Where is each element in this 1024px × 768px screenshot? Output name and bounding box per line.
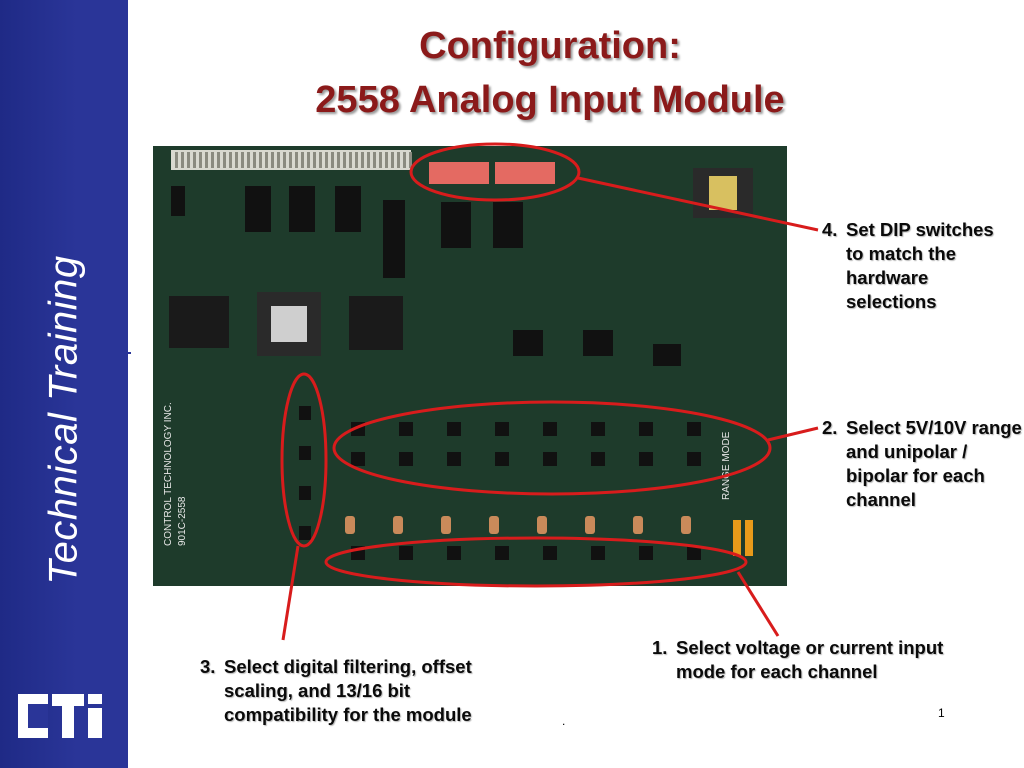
callout-range-select: 2. Select 5V/10V range and unipolar / bi… [822, 416, 1022, 512]
capacitor [745, 520, 753, 556]
slide-title-line1: Configuration: [419, 25, 681, 67]
footer-dot: . [562, 714, 566, 728]
resistors [345, 516, 691, 534]
silkscreen-vendor: CONTROL TECHNOLOGY INC. [163, 402, 174, 546]
callout-text: Select 5V/10V range and unipolar / bipol… [846, 417, 1022, 510]
ic-chips [169, 186, 681, 366]
callout-number: 3. [200, 656, 216, 677]
callout-text: Set DIP switches to match the hardware s… [846, 219, 994, 312]
cti-logo [18, 694, 102, 738]
callout-number: 2. [822, 417, 838, 438]
circuit-board-photo: CONTROL TECHNOLOGY INC. 901C-2558 RANGE … [153, 146, 787, 612]
slide-title-line2: 2558 Analog Input Module [315, 79, 785, 121]
silkscreen-part: 901C-2558 [177, 496, 188, 546]
page-number: 1 [938, 706, 945, 720]
edge-connector [171, 150, 412, 170]
callout-text: Select digital filtering, offset scaling… [224, 656, 472, 725]
callout-number: 4. [822, 219, 838, 240]
sidebar: Technical Training [0, 0, 128, 768]
callout-text: Select voltage or current input mode for… [676, 637, 944, 682]
callout-number: 1. [652, 637, 668, 658]
sidebar-label: Technical Training [41, 255, 86, 585]
callout-input-mode: 1. Select voltage or current input mode … [652, 636, 952, 684]
capacitor [733, 520, 741, 556]
callout-digital-filtering: 3. Select digital filtering, offset scal… [200, 655, 500, 727]
sidebar-tick [128, 352, 131, 354]
callout-dip-switches: 4. Set DIP switches to match the hardwar… [822, 218, 1012, 314]
silkscreen-range: RANGE MODE [721, 431, 732, 500]
